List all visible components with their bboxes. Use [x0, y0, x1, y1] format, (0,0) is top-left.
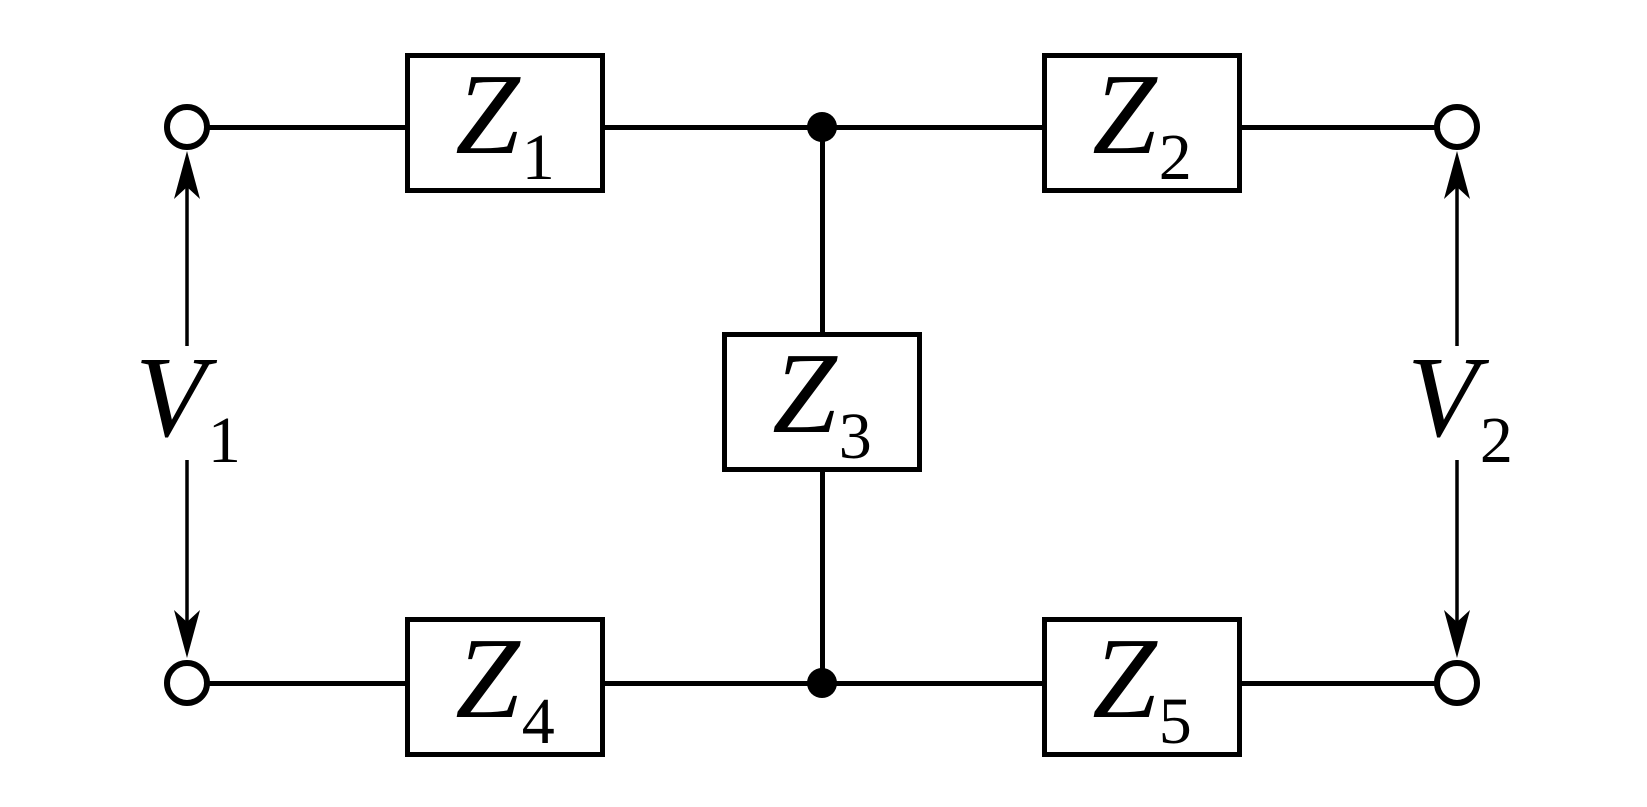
v2-down-arrow-icon	[1444, 460, 1470, 658]
v1-up-arrow-icon	[174, 151, 200, 346]
impedance-z4-label: Z4	[455, 615, 555, 758]
wire-bottom-left	[207, 681, 407, 686]
terminal-port2-bottom	[1434, 660, 1480, 706]
wire-bottom-right	[1240, 681, 1438, 686]
impedance-z1-box: Z1	[405, 53, 605, 193]
wire-shunt-lower	[820, 471, 825, 684]
wire-shunt-upper	[820, 127, 825, 333]
impedance-z2-label: Z2	[1092, 51, 1192, 194]
v2-up-arrow-icon	[1444, 151, 1470, 346]
impedance-z4-box: Z4	[405, 617, 605, 757]
impedance-z5-box: Z5	[1042, 617, 1242, 757]
impedance-z3-box: Z3	[722, 332, 922, 472]
v1-down-arrow-icon	[174, 460, 200, 658]
wire-top-left	[207, 125, 407, 130]
v2-label: V2	[1407, 334, 1513, 477]
impedance-z1-label: Z1	[455, 51, 555, 194]
impedance-z3-label: Z3	[772, 330, 872, 473]
impedance-z2-box: Z2	[1042, 53, 1242, 193]
v1-label: V1	[135, 334, 241, 477]
terminal-port1-top	[164, 104, 210, 150]
terminal-port1-bottom	[164, 660, 210, 706]
junction-node-bottom	[807, 668, 837, 698]
impedance-z5-label: Z5	[1092, 615, 1192, 758]
wire-top-right	[1240, 125, 1438, 130]
terminal-port2-top	[1434, 104, 1480, 150]
junction-node-top	[807, 112, 837, 142]
